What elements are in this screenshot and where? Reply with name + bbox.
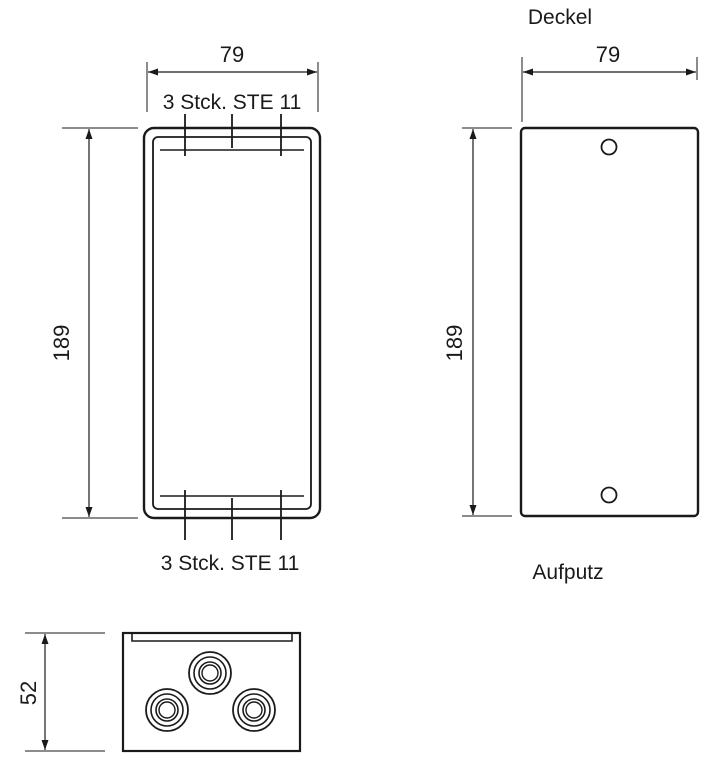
front-width-label: 79: [220, 42, 244, 67]
lid-caption: Aufputz: [532, 561, 603, 584]
front-bottom-connector-label: 3 Stck. STE 11: [161, 552, 300, 575]
front-housing-outer: [142, 126, 322, 520]
front-housing-inner: [152, 136, 312, 510]
front-view: 79 3 Stck. STE 11 189 3 Stck. STE 11: [49, 42, 322, 575]
lid-plate: [519, 126, 700, 518]
side-housing-outline: [121, 631, 302, 753]
side-gland-top: [188, 651, 232, 695]
lid-screw-hole-top: [600, 138, 618, 156]
lid-screw-hole-bottom: [600, 486, 618, 504]
lid-width-label: 79: [596, 42, 620, 67]
lid-title: Deckel: [528, 6, 592, 29]
front-top-connector-label: 3 Stck. STE 11: [163, 91, 302, 114]
side-view: 52: [16, 631, 302, 753]
side-gland-right: [232, 688, 276, 732]
front-height-label: 189: [49, 325, 74, 362]
lid-view: Deckel 79 189 Aufputz: [442, 6, 700, 584]
lid-height-label: 189: [442, 325, 467, 362]
side-lid-lip: [131, 634, 293, 642]
side-gland-left: [145, 688, 189, 732]
side-height-label: 52: [16, 681, 41, 705]
